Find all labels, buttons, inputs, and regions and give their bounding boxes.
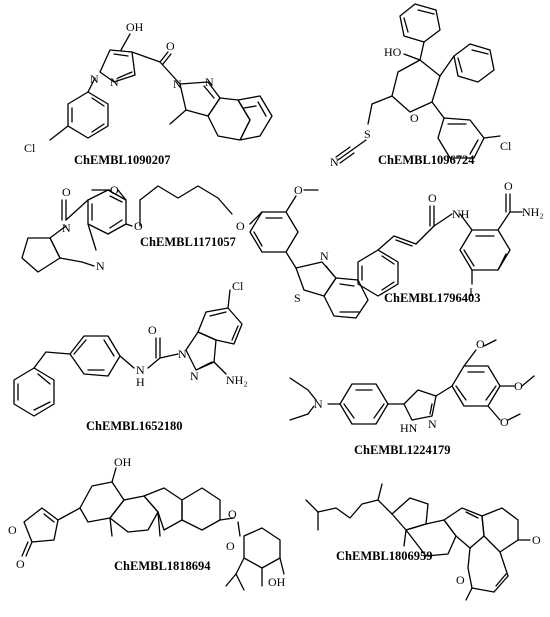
atom-label: OH xyxy=(114,455,132,469)
atom-label: N xyxy=(173,77,182,91)
atom-label: N xyxy=(96,259,105,273)
molecule-chembl1224179: O O O N N HN ChEMBL1224179 xyxy=(289,337,535,457)
atom-label: O xyxy=(236,219,245,233)
atom-label: S xyxy=(364,127,371,141)
atom-label: O xyxy=(62,185,71,199)
atom-label: N xyxy=(62,221,71,235)
atom-label: O xyxy=(532,533,541,547)
compound-id: ChEMBL1652180 xyxy=(86,419,183,433)
atom-label: N xyxy=(428,417,437,431)
atom-label: Cl xyxy=(232,279,244,293)
molecule-chembl1652180: Cl O N N N H NH₂ ChEMBL1652180 xyxy=(13,279,248,433)
atom-label: S xyxy=(294,291,301,305)
atom-label: O xyxy=(504,179,513,193)
atom-label: O xyxy=(228,507,237,521)
atom-label: NH xyxy=(452,207,470,221)
atom-label: O xyxy=(294,183,303,197)
atom-label: O xyxy=(16,557,25,571)
molecule-chembl1096724: HO O S N Cl ChEMBL1096724 xyxy=(330,3,512,169)
atom-label: NH₂ xyxy=(522,205,544,219)
compound-id: ChEMBL1096724 xyxy=(378,153,475,167)
molecule-chembl1090207: OH N N O N N Cl ChEMBL1090207 xyxy=(24,20,273,167)
compound-id: ChEMBL1806959 xyxy=(336,549,433,563)
atom-label: HO xyxy=(384,45,402,59)
atom-label: NH₂ xyxy=(226,373,248,387)
compound-id: ChEMBL1090207 xyxy=(74,153,171,167)
atom-label: N xyxy=(320,249,329,263)
atom-label: O xyxy=(410,111,419,125)
atom-label: H xyxy=(136,375,145,389)
atom-label: OH xyxy=(268,575,286,589)
atom-label: N xyxy=(136,363,145,377)
molecule-chembl1818694: OH O O O O OH ChEMBL1818694 xyxy=(8,455,286,591)
molecule-chembl1796403: O NH O NH₂ I ChEMBL1796403 xyxy=(357,179,544,305)
atom-label: O xyxy=(456,573,465,587)
atom-label: O xyxy=(134,219,143,233)
atom-label: O xyxy=(148,323,157,337)
atom-label: N xyxy=(178,347,187,361)
atom-label: O xyxy=(428,191,437,205)
atom-label: N xyxy=(314,397,323,411)
molecule-chembl1806959: O O ChEMBL1806959 xyxy=(305,483,541,601)
atom-label: O xyxy=(8,523,17,537)
atom-label: O xyxy=(476,337,485,351)
atom-label: I xyxy=(469,285,473,299)
compound-id: ChEMBL1796403 xyxy=(384,291,481,305)
compound-id: ChEMBL1171057 xyxy=(140,235,236,249)
atom-label: Cl xyxy=(500,139,512,153)
atom-label: Cl xyxy=(24,141,36,155)
atom-label: O xyxy=(110,183,119,197)
atom-label: N xyxy=(330,155,339,169)
compound-id: ChEMBL1818694 xyxy=(114,559,211,573)
atom-label: N xyxy=(190,369,199,383)
atom-label: OH xyxy=(126,20,144,34)
atom-label: N xyxy=(205,75,214,89)
atom-label: O xyxy=(514,379,523,393)
compound-id: ChEMBL1224179 xyxy=(354,443,451,457)
atom-label: HN xyxy=(400,421,418,435)
atom-label: N xyxy=(90,72,99,86)
molecule-chembl1171057: O O O N N O O N S ChEMBL1171057 xyxy=(21,183,369,319)
atom-label: O xyxy=(226,539,235,553)
atom-label: N xyxy=(110,75,119,89)
atom-label: O xyxy=(500,415,509,429)
atom-label: O xyxy=(166,39,175,53)
